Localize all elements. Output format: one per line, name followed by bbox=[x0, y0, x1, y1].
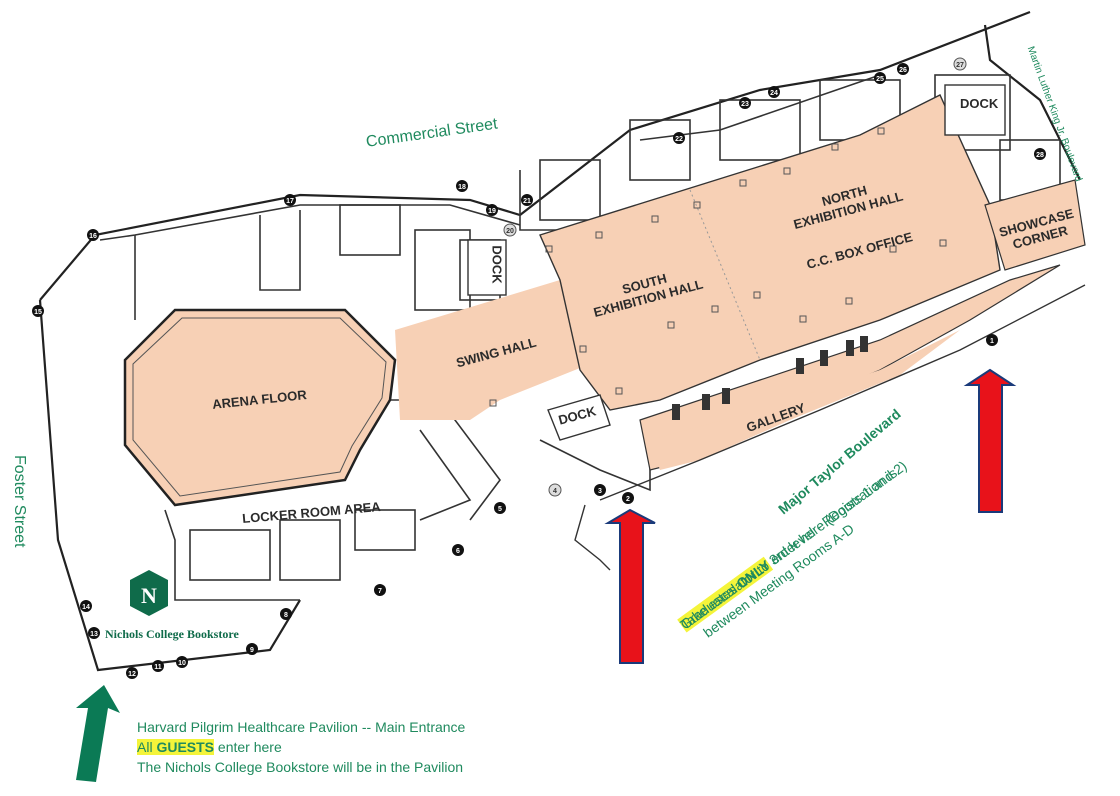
svg-text:8: 8 bbox=[284, 612, 288, 619]
door-12: 12 bbox=[126, 667, 138, 679]
swing-hall bbox=[395, 280, 600, 420]
door-10: 10 bbox=[176, 656, 188, 668]
exhibition-halls bbox=[539, 94, 1001, 411]
door-18: 18 bbox=[456, 180, 468, 192]
door-4: 4 bbox=[548, 483, 562, 497]
svg-text:2: 2 bbox=[626, 496, 630, 503]
nichols-logo-icon: N bbox=[130, 570, 168, 616]
graduate-arrow-door-1 bbox=[963, 368, 1017, 513]
svg-text:17: 17 bbox=[286, 198, 294, 205]
svg-text:11: 11 bbox=[154, 664, 162, 671]
door-21: 21 bbox=[521, 194, 533, 206]
svg-text:26: 26 bbox=[899, 67, 907, 74]
svg-text:20: 20 bbox=[506, 228, 514, 235]
door-24: 24 bbox=[768, 86, 780, 98]
svg-text:18: 18 bbox=[458, 184, 466, 191]
svg-text:15: 15 bbox=[34, 309, 42, 316]
guest-note-line-2: All GUESTS enter here bbox=[137, 737, 465, 757]
door-8: 8 bbox=[280, 608, 292, 620]
arena-floor bbox=[123, 308, 397, 507]
svg-text:22: 22 bbox=[675, 136, 683, 143]
svg-text:12: 12 bbox=[128, 671, 136, 678]
door-13: 13 bbox=[88, 627, 100, 639]
guest-note-line-3: The Nichols College Bookstore will be in… bbox=[137, 759, 464, 775]
svg-text:6: 6 bbox=[456, 548, 460, 555]
door-9: 9 bbox=[246, 643, 258, 655]
door-25: 25 bbox=[874, 72, 886, 84]
restroom-icons bbox=[672, 336, 868, 420]
svg-text:16: 16 bbox=[89, 233, 97, 240]
dock-north-shape bbox=[944, 84, 1006, 136]
door-15: 15 bbox=[32, 305, 44, 317]
guest-note-line-1: Harvard Pilgrim Healthcare Pavilion -- M… bbox=[137, 719, 466, 735]
door-2: 2 bbox=[622, 492, 634, 504]
svg-text:7: 7 bbox=[378, 588, 382, 595]
svg-text:13: 13 bbox=[90, 631, 98, 638]
svg-text:21: 21 bbox=[523, 198, 531, 205]
major-taylor-curb bbox=[574, 284, 1086, 571]
door-27: 27 bbox=[953, 57, 967, 71]
showcase-corner bbox=[984, 179, 1086, 271]
svg-text:24: 24 bbox=[770, 90, 778, 97]
door-22: 22 bbox=[673, 132, 685, 144]
guest-arrow-main-entrance bbox=[76, 685, 120, 782]
door-17: 17 bbox=[284, 194, 296, 206]
door-1: 1 bbox=[986, 334, 998, 346]
door-5: 5 bbox=[494, 502, 506, 514]
svg-text:23: 23 bbox=[741, 101, 749, 108]
label-dock-north: DOCK bbox=[960, 96, 999, 111]
door-28: 28 bbox=[1034, 148, 1046, 160]
svg-text:N: N bbox=[141, 583, 157, 608]
label-dock-west: DOCK bbox=[489, 245, 505, 284]
door-16: 16 bbox=[87, 229, 99, 241]
bookstore-label: Nichols College Bookstore bbox=[105, 627, 239, 641]
dock-south-shape bbox=[547, 394, 611, 441]
guest-note-guests: GUESTS bbox=[156, 739, 215, 755]
door-19: 19 bbox=[486, 204, 498, 216]
guest-note-all: All bbox=[137, 739, 157, 755]
door-11: 11 bbox=[152, 660, 164, 672]
svg-text:3: 3 bbox=[598, 488, 602, 495]
svg-text:14: 14 bbox=[82, 604, 90, 611]
svg-text:1: 1 bbox=[990, 338, 994, 345]
door-3: 3 bbox=[594, 484, 606, 496]
door-7: 7 bbox=[374, 584, 386, 596]
svg-text:25: 25 bbox=[876, 76, 884, 83]
street-foster: Foster Street bbox=[11, 455, 28, 548]
svg-text:9: 9 bbox=[250, 647, 254, 654]
graduate-arrow-door-2 bbox=[604, 508, 656, 664]
guest-note-rest: enter here bbox=[214, 739, 282, 755]
pillars bbox=[489, 127, 947, 407]
guest-entrance-note: Harvard Pilgrim Healthcare Pavilion -- M… bbox=[137, 717, 465, 777]
svg-text:4: 4 bbox=[553, 488, 557, 495]
dock-west-shape bbox=[467, 239, 507, 296]
svg-text:10: 10 bbox=[178, 660, 186, 667]
svg-text:27: 27 bbox=[956, 62, 964, 69]
door-14: 14 bbox=[80, 600, 92, 612]
door-6: 6 bbox=[452, 544, 464, 556]
door-markers: 1 2 3 4 5 6 7 8 9 10 11 12 13 14 15 16 1… bbox=[32, 57, 1046, 679]
door-20: 20 bbox=[503, 223, 517, 237]
svg-text:28: 28 bbox=[1036, 152, 1044, 159]
door-23: 23 bbox=[739, 97, 751, 109]
svg-text:19: 19 bbox=[488, 208, 496, 215]
svg-text:5: 5 bbox=[498, 506, 502, 513]
door-26: 26 bbox=[897, 63, 909, 75]
